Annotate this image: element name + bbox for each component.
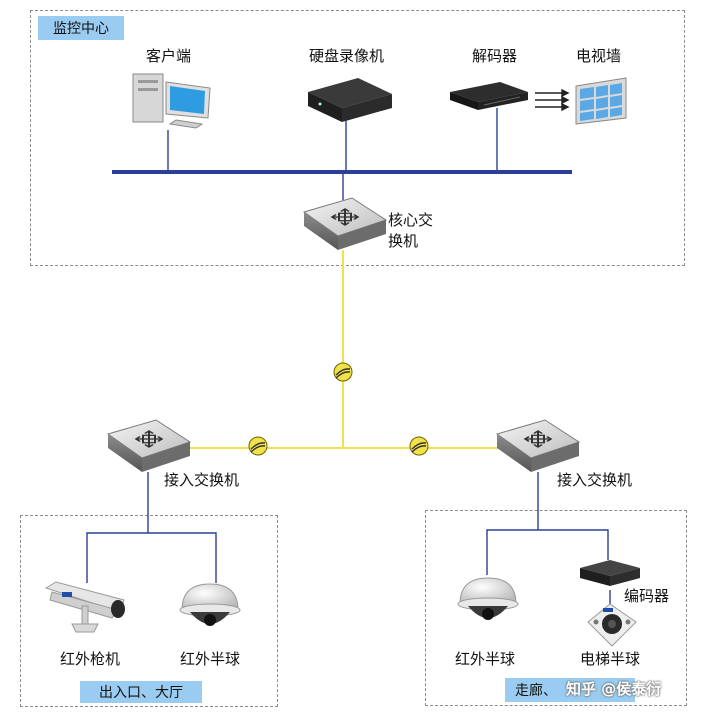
access-switch-right-icon (496, 419, 580, 473)
nvr-label: 硬盘录像机 (309, 47, 385, 65)
entrance-tag: 出入口、大厅 (80, 681, 202, 703)
ir-dome-left-icon (179, 583, 241, 627)
ir-dome-right-label: 红外半球 (455, 650, 516, 668)
ir-bullet-label: 红外枪机 (60, 650, 121, 668)
monitor-center-tag: 监控中心 (38, 16, 124, 40)
ir-bullet-camera-icon (44, 581, 125, 633)
video-wall-icon (575, 77, 627, 125)
ir-dome-left-label: 红外半球 (180, 650, 241, 668)
entrance-frame (20, 515, 278, 707)
fiber-links (180, 250, 510, 449)
elevator-dome-label: 电梯半球 (580, 650, 641, 668)
ir-dome-right-icon (457, 577, 519, 621)
core-switch-label: 核心交换机 (388, 211, 434, 250)
fiber-marker-right (409, 436, 429, 456)
fiber-marker-left (248, 436, 268, 456)
corridor-frame (425, 510, 687, 706)
access-switch-right-label: 接入交换机 (557, 471, 633, 489)
access-switch-left-label: 接入交换机 (164, 471, 240, 489)
watermark: 知乎 @侯泰衍 (566, 680, 662, 698)
nvr-icon (308, 78, 392, 122)
encoder-icon (580, 560, 640, 586)
fiber-marker-core (333, 362, 353, 382)
entrance-links (86, 472, 217, 583)
client-label: 客户端 (146, 47, 192, 65)
encoder-label: 编码器 (624, 587, 670, 605)
monitor-center-frame (30, 10, 685, 266)
corridor-links (486, 472, 611, 606)
client-pc-icon (132, 73, 211, 129)
core-switch-icon (303, 197, 387, 251)
access-switch-left-icon (107, 419, 191, 473)
decoder-label: 解码器 (472, 47, 518, 65)
decoder-output-arrows (535, 88, 570, 112)
video-wall-label: 电视墙 (576, 47, 622, 65)
decoder-icon (450, 82, 528, 110)
elevator-dome-icon (587, 603, 637, 647)
corridor-tag: 走廊、 (505, 678, 635, 702)
